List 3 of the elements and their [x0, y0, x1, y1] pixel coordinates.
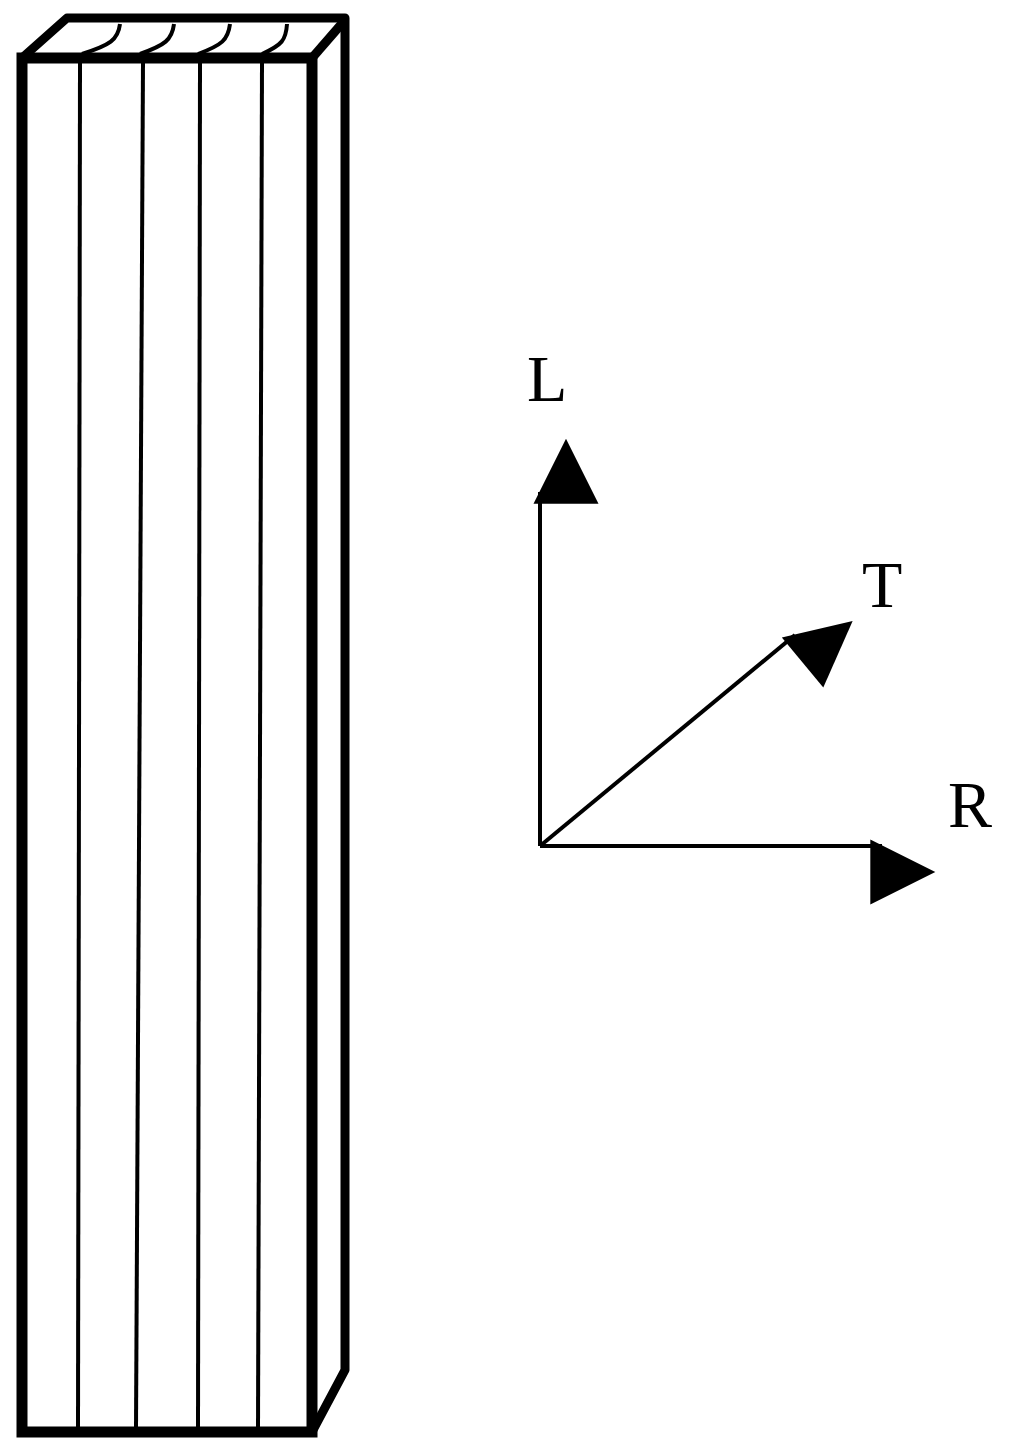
axis-label: R	[948, 772, 993, 838]
axis-label: T	[862, 552, 903, 618]
axis-label: L	[527, 346, 568, 412]
